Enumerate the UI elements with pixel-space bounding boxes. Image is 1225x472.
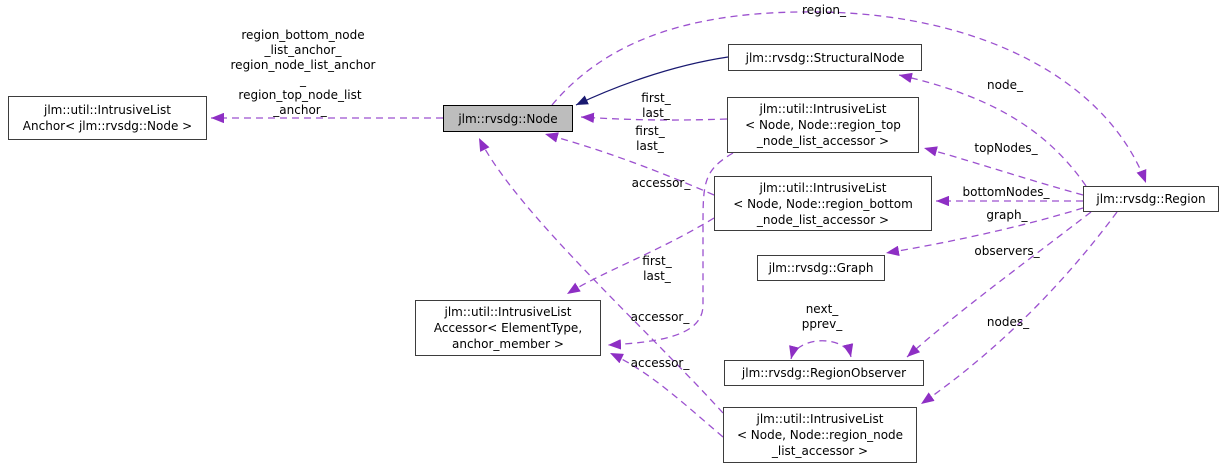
class-box-intrusivelist-region-top[interactable]: jlm::util::IntrusiveList < Node, Node::r… bbox=[727, 97, 919, 153]
edge-label-nodes: nodes_ bbox=[986, 315, 1030, 329]
class-box-node[interactable]: jlm::rvsdg::Node bbox=[443, 105, 573, 132]
edge-label-graph: graph_ bbox=[986, 208, 1028, 222]
edge-label-first-last-2: first_ last_ bbox=[635, 124, 665, 153]
edge-observer-self-loop bbox=[789, 340, 854, 360]
class-box-intrusivelist-accessor[interactable]: jlm::util::IntrusiveList Accessor< Eleme… bbox=[415, 300, 601, 356]
class-name-line: _node_list_accessor > bbox=[756, 134, 890, 148]
edge-accessor-bottom bbox=[566, 217, 715, 295]
edge-first-last-top bbox=[580, 112, 728, 124]
class-name-line: jlm::rvsdg::Node bbox=[458, 111, 558, 126]
class-name-line: _node_list_accessor > bbox=[756, 212, 890, 227]
class-name-line: jlm::util::IntrusiveList bbox=[44, 103, 171, 117]
edge-label-accessor-1: accessor_ bbox=[631, 176, 691, 190]
edge-label-first-last-1: first_ last_ bbox=[641, 91, 671, 120]
edge-label-accessor-2: accessor_ bbox=[630, 310, 690, 324]
class-box-intrusivelist-region-node[interactable]: jlm::util::IntrusiveList < Node, Node::r… bbox=[723, 407, 917, 463]
edge-label-next-pprev: next_ pprev_ bbox=[801, 302, 843, 331]
edge-label-bottomnodes: bottomNodes_ bbox=[962, 185, 1050, 199]
edge-label-anchor-members-2: region_top_node_list _anchor_ bbox=[238, 88, 362, 117]
edge-nodes bbox=[920, 211, 1118, 405]
edge-accessor-node bbox=[609, 352, 724, 438]
class-box-region[interactable]: jlm::rvsdg::Region bbox=[1083, 186, 1219, 212]
class-box-intrusivelist-region-bottom[interactable]: jlm::util::IntrusiveList < Node, Node::r… bbox=[714, 176, 932, 231]
class-box-structural-node[interactable]: jlm::rvsdg::StructuralNode bbox=[728, 44, 922, 71]
class-name-line: Accessor< ElementType, bbox=[433, 321, 583, 335]
class-name-line: jlm::util::IntrusiveList bbox=[759, 180, 887, 195]
edge-accessor-top bbox=[607, 152, 734, 350]
class-name-line: jlm::util::IntrusiveList bbox=[756, 412, 884, 426]
edge-label-anchor-members-1: region_bottom_node _list_anchor_ region_… bbox=[230, 28, 376, 87]
class-name-line: < Node, Node::region_top bbox=[745, 118, 901, 132]
edge-label-accessor-3: accessor_ bbox=[630, 356, 690, 370]
edge-topnodes bbox=[923, 146, 1084, 196]
class-box-intrusivelist-anchor[interactable]: jlm::util::IntrusiveList Anchor< jlm::rv… bbox=[8, 96, 207, 140]
edge-label-first-last-3: first_ last_ bbox=[642, 254, 672, 283]
class-name-line: jlm::rvsdg::StructuralNode bbox=[745, 50, 905, 65]
class-name-line: jlm::rvsdg::Graph bbox=[768, 261, 874, 275]
edge-label-observers: observers_ bbox=[974, 244, 1040, 258]
class-name-line: jlm::rvsdg::RegionObserver bbox=[741, 366, 907, 380]
class-box-graph[interactable]: jlm::rvsdg::Graph bbox=[757, 255, 885, 281]
edge-first-last-bottom bbox=[544, 132, 715, 196]
edge-graph bbox=[885, 207, 1084, 256]
edge-label-topnodes: topNodes_ bbox=[974, 141, 1038, 155]
class-name-line: < Node, Node::region_node bbox=[736, 428, 904, 442]
edge-node bbox=[898, 72, 1087, 187]
class-name-line: anchor_member > bbox=[451, 337, 564, 351]
class-name-line: Anchor< jlm::rvsdg::Node > bbox=[22, 119, 193, 133]
class-name-line: < Node, Node::region_bottom bbox=[733, 196, 913, 211]
class-name-line: _list_accessor > bbox=[771, 444, 869, 458]
edge-observers bbox=[906, 211, 1092, 358]
class-box-region-observer[interactable]: jlm::rvsdg::RegionObserver bbox=[724, 360, 924, 386]
edge-inheritance-structuralnode bbox=[575, 56, 729, 106]
edge-label-node: node_ bbox=[987, 78, 1023, 92]
class-name-line: jlm::rvsdg::Region bbox=[1096, 192, 1206, 206]
edge-first-last-node bbox=[478, 137, 724, 414]
edge-label-region: region_ bbox=[802, 3, 846, 17]
class-name-line: jlm::util::IntrusiveList bbox=[444, 305, 572, 319]
class-name-line: jlm::util::IntrusiveList bbox=[759, 102, 887, 116]
